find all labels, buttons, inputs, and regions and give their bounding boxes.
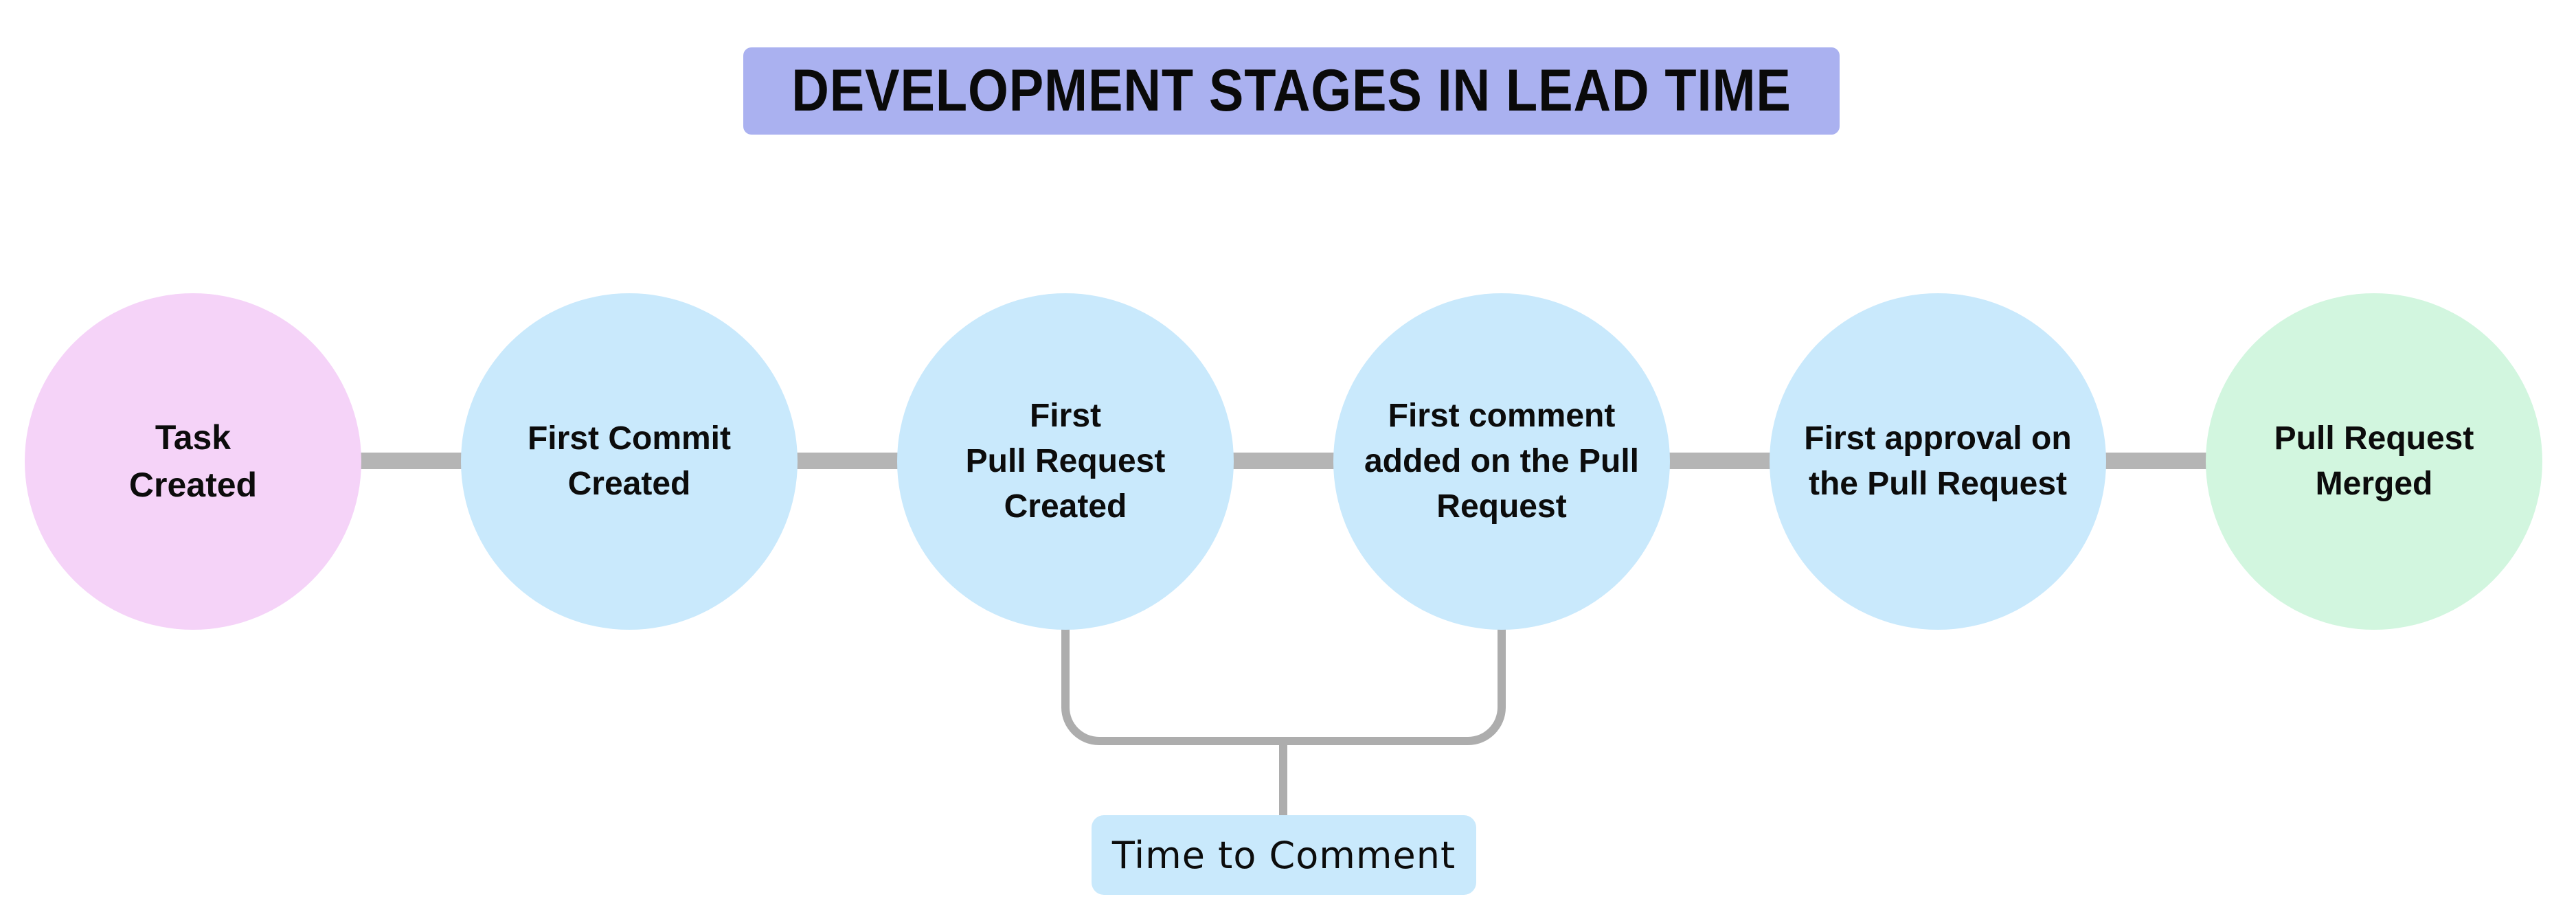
stage-label: First Pull Request Created bbox=[965, 397, 1166, 525]
stage-label: Pull Request Merged bbox=[2274, 420, 2474, 502]
stage-label: First Commit Created bbox=[527, 420, 731, 502]
stage-task-created: Task Created bbox=[25, 293, 361, 630]
stage-first-commit-created: First Commit Created bbox=[461, 293, 798, 630]
diagram-title: DEVELOPMENT STAGES IN LEAD TIME bbox=[791, 58, 1792, 124]
stage-label: First comment added on the Pull Request bbox=[1364, 397, 1639, 525]
time-to-comment-label: Time to Comment bbox=[1111, 833, 1456, 877]
time-to-comment-bracket bbox=[1061, 628, 1506, 745]
time-to-comment-bracket-stem bbox=[1279, 744, 1287, 817]
stage-label: First approval on the Pull Request bbox=[1804, 420, 2072, 502]
stage-first-pull-request-created: First Pull Request Created bbox=[897, 293, 1234, 630]
stage-pull-request-merged: Pull Request Merged bbox=[2206, 293, 2542, 630]
time-to-comment-pill: Time to Comment bbox=[1092, 815, 1476, 895]
diagram-title-banner: DEVELOPMENT STAGES IN LEAD TIME bbox=[743, 47, 1840, 135]
stage-label: Task Created bbox=[128, 418, 258, 504]
stage-first-comment-added: First comment added on the Pull Request bbox=[1333, 293, 1670, 630]
stage-first-approval: First approval on the Pull Request bbox=[1770, 293, 2106, 630]
